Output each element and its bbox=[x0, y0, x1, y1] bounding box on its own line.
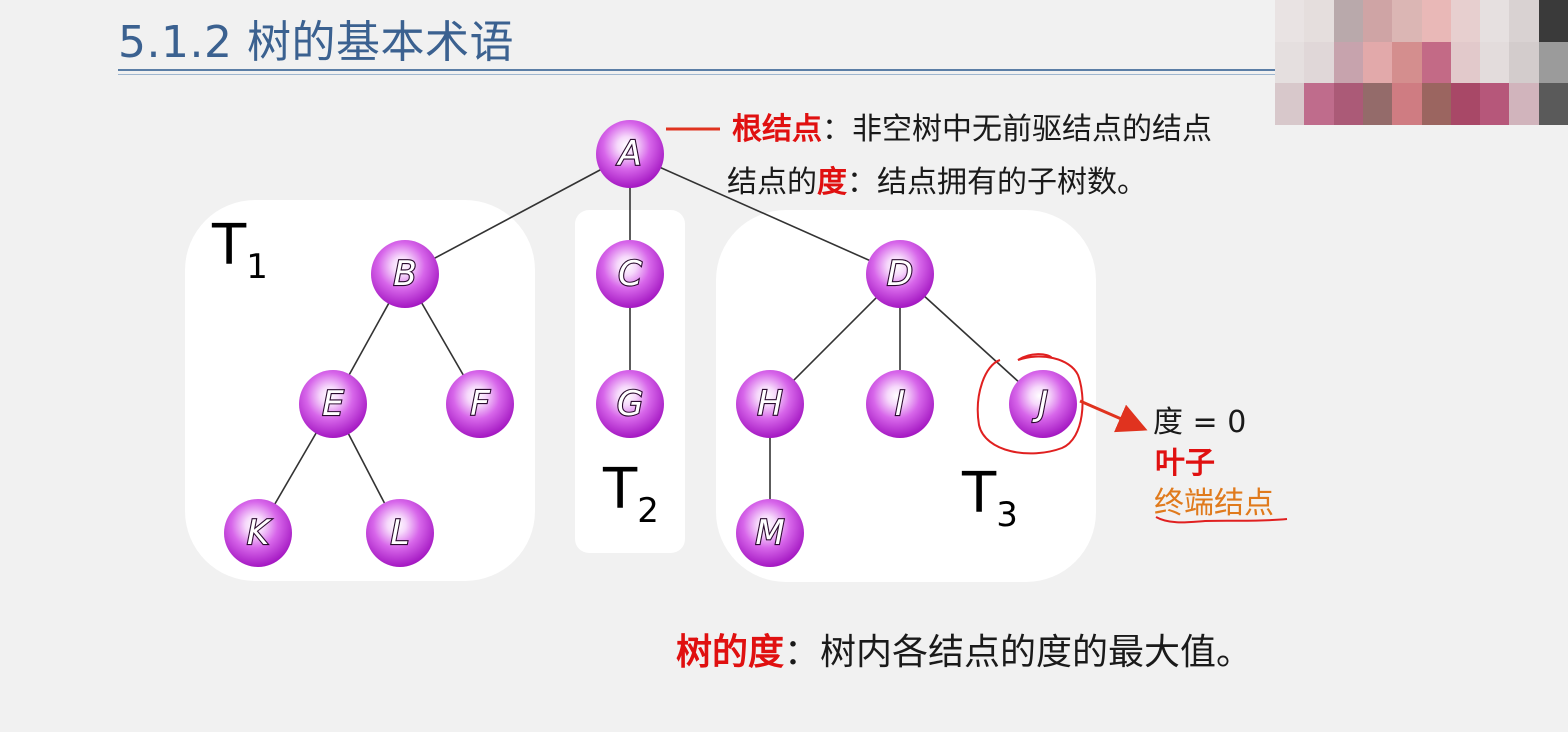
node-M: M bbox=[736, 499, 804, 567]
node-label-G: G bbox=[617, 384, 643, 424]
node-label-I: I bbox=[895, 384, 905, 424]
node-F: F bbox=[446, 370, 514, 438]
title-divider bbox=[118, 69, 1278, 71]
mosaic-cell bbox=[1333, 0, 1364, 43]
terminal-underline bbox=[1155, 516, 1288, 524]
mosaic-cell bbox=[1480, 0, 1511, 43]
mosaic-cell bbox=[1450, 41, 1482, 85]
blurred-thumbnail bbox=[1275, 0, 1568, 125]
leaf-arrow bbox=[1079, 399, 1148, 433]
mosaic-cell bbox=[1362, 41, 1394, 85]
mosaic-cell bbox=[1304, 83, 1335, 125]
mosaic-cell bbox=[1392, 0, 1423, 43]
mosaic-cell bbox=[1450, 0, 1482, 43]
mosaic-cell bbox=[1509, 0, 1540, 43]
mosaic-cell bbox=[1362, 0, 1394, 43]
node-label-K: K bbox=[247, 513, 272, 553]
node-label-A: A bbox=[616, 134, 641, 174]
terminal-node-label: 终端结点 bbox=[1154, 486, 1274, 521]
mosaic-cell bbox=[1304, 41, 1335, 85]
mosaic-cell bbox=[1421, 0, 1452, 43]
node-I: I bbox=[866, 370, 934, 438]
root-definition: 根结点：非空树中无前驱结点的结点 bbox=[732, 112, 1212, 147]
node-circle-M bbox=[736, 499, 804, 567]
mosaic-cell bbox=[1421, 41, 1452, 85]
edge-A-D bbox=[629, 153, 901, 275]
node-label-H: H bbox=[757, 384, 783, 424]
node-C: C bbox=[596, 240, 664, 308]
node-label-D: D bbox=[887, 254, 913, 294]
node-layer: A B C D E F G H I J K L M bbox=[224, 120, 1077, 567]
mosaic-cell bbox=[1275, 41, 1306, 85]
mosaic-cell bbox=[1362, 83, 1394, 125]
subtree-label-t3: T3 bbox=[962, 461, 1018, 535]
mosaic-cell bbox=[1333, 83, 1364, 125]
mosaic-cell bbox=[1480, 83, 1511, 125]
mosaic-cell bbox=[1304, 0, 1335, 43]
mosaic-cell bbox=[1538, 0, 1568, 43]
subtree-label-t1: T1 bbox=[212, 213, 268, 287]
node-J: J bbox=[1009, 370, 1077, 438]
mosaic-cell bbox=[1509, 41, 1540, 85]
node-circle-F bbox=[446, 370, 514, 438]
node-circle-K bbox=[224, 499, 292, 567]
node-D: D bbox=[866, 240, 934, 308]
node-degree-definition: 结点的度：结点拥有的子树数。 bbox=[727, 165, 1147, 200]
mosaic-cell bbox=[1392, 83, 1423, 125]
leaf-name-label: 叶子 bbox=[1155, 446, 1215, 481]
mosaic-cell bbox=[1275, 0, 1306, 43]
mosaic-cell bbox=[1333, 41, 1364, 85]
node-E: E bbox=[299, 370, 367, 438]
leaf-highlight-circle bbox=[976, 353, 1084, 455]
node-circle-H bbox=[736, 370, 804, 438]
node-label-C: C bbox=[618, 254, 642, 294]
node-G: G bbox=[596, 370, 664, 438]
mosaic-cell bbox=[1538, 83, 1568, 125]
node-circle-B bbox=[371, 240, 439, 308]
node-circle-E bbox=[299, 370, 367, 438]
node-label-B: B bbox=[393, 254, 416, 294]
mosaic-cell bbox=[1509, 83, 1540, 125]
title-divider-thin bbox=[118, 74, 1278, 75]
node-L: L bbox=[366, 499, 434, 567]
mosaic-cell bbox=[1421, 83, 1452, 125]
tree-degree-definition: 树的度：树内各结点的度的最大值。 bbox=[676, 632, 1253, 673]
edge-A-B bbox=[404, 153, 631, 275]
node-circle-I bbox=[866, 370, 934, 438]
node-A: A bbox=[596, 120, 664, 188]
node-circle-D bbox=[866, 240, 934, 308]
node-circle-L bbox=[366, 499, 434, 567]
node-label-F: F bbox=[470, 384, 490, 424]
node-K: K bbox=[224, 499, 292, 567]
node-H: H bbox=[736, 370, 804, 438]
mosaic-cell bbox=[1480, 41, 1511, 85]
node-circle-J bbox=[1009, 370, 1077, 438]
node-circle-A bbox=[596, 120, 664, 188]
node-label-M: M bbox=[755, 513, 784, 553]
degree-term: 度 bbox=[817, 165, 847, 200]
mosaic-cell bbox=[1450, 83, 1482, 125]
node-circle-G bbox=[596, 370, 664, 438]
leaf-degree-label: 度 = 0 bbox=[1153, 405, 1247, 440]
mosaic-cell bbox=[1392, 41, 1423, 85]
mosaic-cell bbox=[1538, 41, 1568, 85]
root-term: 根结点 bbox=[732, 112, 822, 147]
slide-title: 5.1.2 树的基本术语 bbox=[118, 17, 514, 68]
node-label-E: E bbox=[322, 384, 344, 424]
subtree-label-t2: T2 bbox=[603, 457, 659, 531]
tree-degree-term: 树的度 bbox=[676, 632, 785, 673]
edge-layer bbox=[257, 153, 1044, 534]
node-B: B bbox=[371, 240, 439, 308]
mosaic-cell bbox=[1275, 83, 1306, 125]
node-circle-C bbox=[596, 240, 664, 308]
node-label-L: L bbox=[391, 513, 410, 553]
